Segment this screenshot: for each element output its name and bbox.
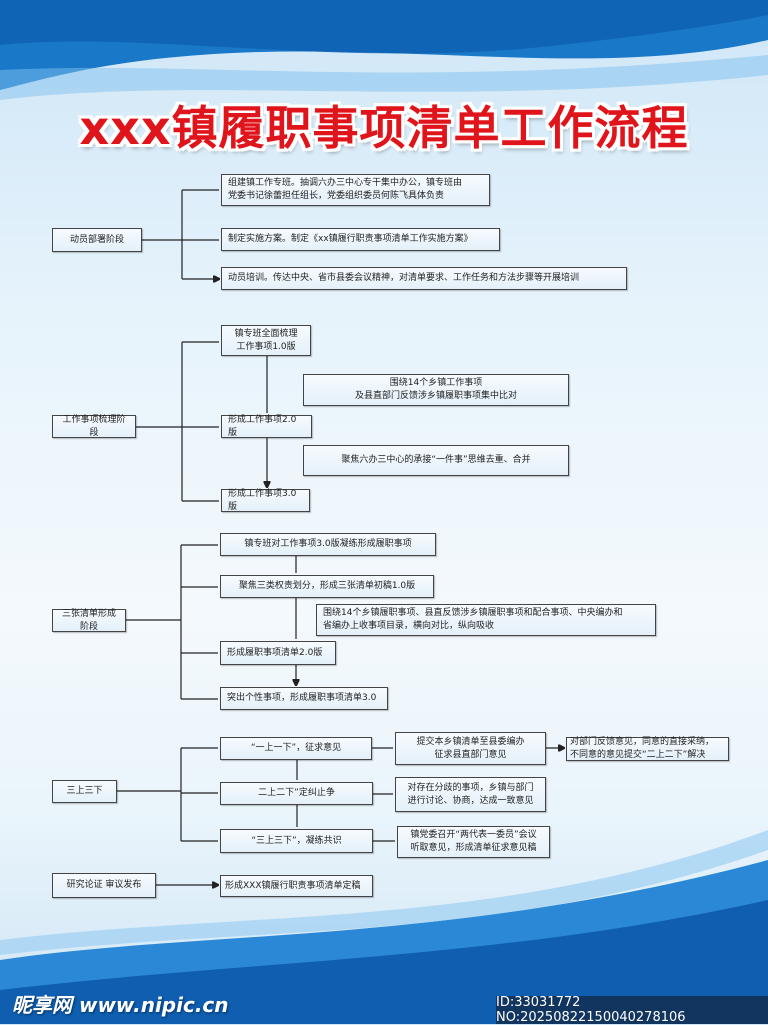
list-step-4: 突出个性事项，形成履职事项清单3.0 (220, 687, 388, 710)
list-step-2: 聚焦三类权责划分，形成三张清单初稿1.0版 (220, 575, 434, 598)
round-3: “三上三下”，凝练共识 (220, 829, 373, 853)
stage-three-rounds: 三上三下 (52, 780, 117, 803)
round-1-feedback: 对部门反馈意见，同意的直接采纳， 不同意的意见提交“二上二下”解决 (566, 737, 729, 761)
round-2: 二上二下”定纠止争 (220, 782, 373, 805)
step-version-3: 形成工作事项3.0版 (221, 489, 310, 512)
round-3-detail: 镇党委召开“两代表一委员”会议 听取意见，形成清单征求意见稿 (397, 826, 550, 858)
step-implementation-plan: 制定实施方案。制定《xx镇履行职责事项清单工作实施方案》 (221, 228, 500, 251)
stage-three-lists: 三张清单形成阶段 (52, 609, 126, 632)
watermark-site: 昵享网 www.nipic.cn (12, 993, 229, 1017)
list-note: 围绕14个乡镇履职事项、县直反馈涉乡镇履职事项和配合事项、中央编办和 省编办上收… (316, 604, 656, 636)
step-version-2: 形成工作事项2.0版 (221, 415, 312, 438)
step-version-1: 镇专班全面梳理 工作事项1.0版 (221, 325, 311, 356)
step-training: 动员培训。传达中央、省市县委会议精神，对清单要求、工作任务和方法步骤等开展培训 (221, 267, 627, 290)
round-2-detail: 对存在分歧的事项，乡镇与部门 进行讨论、协商，达成一致意见 (395, 777, 546, 812)
stage-mobilization: 动员部署阶段 (52, 228, 142, 252)
final-list: 形成XXX镇履行职责事项清单定稿 (220, 875, 373, 897)
stage-sorting: 工作事项梳理阶段 (52, 415, 136, 438)
list-step-3: 形成履职事项清单2.0版 (220, 641, 336, 665)
page-title: xxx镇履职事项清单工作流程 (79, 101, 689, 155)
stage-publish: 研究论证 审议发布 (52, 873, 156, 898)
step-form-task-force: 组建镇工作专班。抽调六办三中心专干集中办公，镇专班由 党委书记徐蕾担任组长，党委… (221, 174, 490, 206)
round-1-detail: 提交本乡镇清单至县委编办 征求县直部门意见 (395, 732, 546, 765)
note-compare: 围绕14个乡镇工作事项 及县直部门反馈涉乡镇履职事项集中比对 (303, 374, 569, 406)
watermark-id: ID:33031772 NO:20250822150040278106 (496, 995, 768, 1025)
list-step-1: 镇专班对工作事项3.0版凝练形成履职事项 (220, 533, 436, 556)
round-1: “一上一下”，征求意见 (220, 737, 372, 760)
note-dedupe: 聚焦六办三中心的承接“一件事”思维去重、合并 (303, 445, 569, 476)
